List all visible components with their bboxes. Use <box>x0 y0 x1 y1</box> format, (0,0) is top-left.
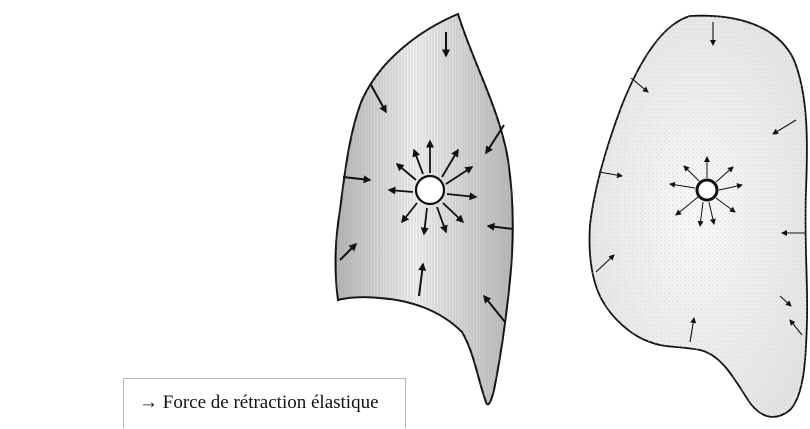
right-bronchus <box>697 180 717 200</box>
legend: → Force de rétraction élastique <box>139 392 379 414</box>
left-lung <box>336 14 513 404</box>
legend-arrow-icon: → <box>139 392 158 413</box>
legend-label: Force de rétraction élastique <box>163 392 379 413</box>
left-bronchus <box>416 176 444 204</box>
right-lung <box>590 16 808 417</box>
